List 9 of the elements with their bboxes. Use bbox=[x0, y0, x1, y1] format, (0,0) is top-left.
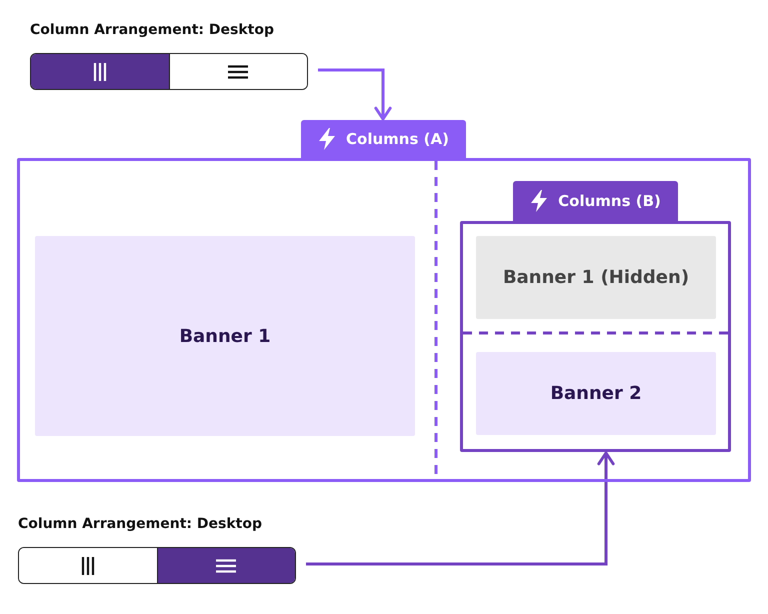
component-tab: Columns (B) bbox=[513, 181, 678, 221]
connector-arrow bbox=[318, 68, 392, 120]
banner-block: Banner 1 bbox=[35, 236, 415, 436]
control-label: Column Arrangement: Desktop bbox=[18, 516, 262, 532]
banner-block: Banner 1 (Hidden) bbox=[476, 236, 716, 319]
connector-arrow bbox=[306, 452, 615, 566]
banner-block: Banner 2 bbox=[476, 352, 716, 435]
control-label: Column Arrangement: Desktop bbox=[30, 22, 274, 38]
component-tab: Columns (A) bbox=[301, 120, 466, 158]
